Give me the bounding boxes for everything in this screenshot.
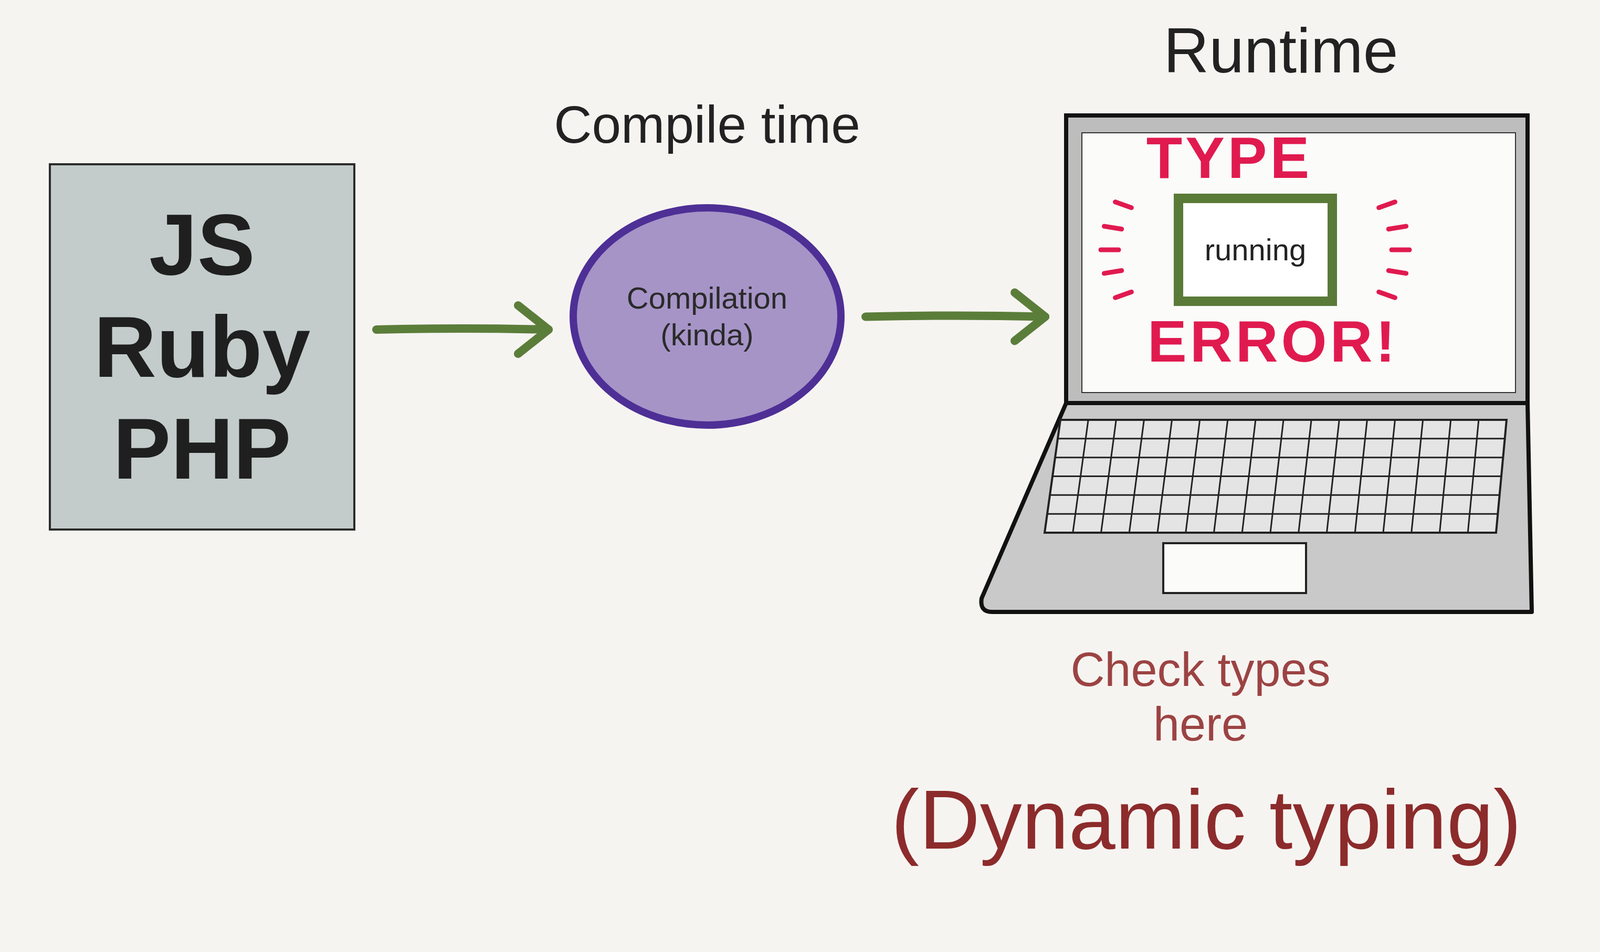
ellipse-text: Compilation (kinda) — [607, 279, 807, 353]
window-text: running — [1204, 231, 1307, 269]
caption-text: (Dynamic typing) — [865, 771, 1548, 869]
key-column — [1072, 419, 1089, 533]
phase-heading: Runtime — [1123, 15, 1439, 86]
arrow-head — [1014, 292, 1046, 342]
key-column — [1270, 419, 1284, 533]
language-name: Ruby — [93, 296, 311, 399]
error-text: TYPE — [1098, 128, 1361, 188]
flow-arrow — [376, 305, 549, 354]
trackpad — [1163, 543, 1307, 594]
alarm-dash — [1391, 247, 1410, 253]
flow-arrow — [865, 292, 1046, 342]
error-text: ERROR! — [1141, 312, 1405, 372]
note-text: Check types here — [1053, 643, 1348, 752]
key-column — [1214, 419, 1228, 533]
key-column — [1383, 419, 1396, 533]
alarm-dash — [1103, 270, 1122, 274]
source-file: JSRubyPHP — [48, 163, 356, 531]
alarm-dash — [1379, 291, 1396, 298]
alarm-dash — [1379, 202, 1396, 208]
key-column — [1439, 419, 1451, 533]
process-text: Compilation (kinda) — [607, 279, 807, 353]
key-column — [1354, 419, 1367, 533]
compilation-circle: Compile timeCompilation (kinda) — [533, 94, 881, 429]
key-column — [1298, 419, 1312, 533]
ellipse-shape — [573, 207, 841, 426]
alarm-dash — [1388, 270, 1406, 274]
arrow-line — [865, 316, 1046, 318]
arrow-line — [376, 328, 549, 330]
language-name: PHP — [112, 397, 291, 501]
key-column — [1411, 419, 1424, 533]
key-column — [1129, 419, 1144, 533]
phase-heading: Compile time — [533, 94, 881, 155]
compilation-ellipse: Compilation (kinda) — [569, 204, 845, 429]
key-column — [1157, 419, 1173, 533]
alarm-dash — [1115, 291, 1132, 298]
alarm-dash — [1103, 226, 1122, 229]
key-column — [1185, 419, 1200, 533]
key-column — [1101, 419, 1117, 533]
laptop-screen — [1066, 115, 1528, 404]
ellipse-outline — [569, 204, 845, 429]
alarm-dash — [1388, 226, 1406, 229]
arrow-head — [518, 305, 549, 354]
language-name: JS — [149, 193, 256, 297]
keyboard — [1044, 419, 1507, 533]
key-column — [1241, 419, 1256, 533]
running-window: running — [1173, 193, 1338, 307]
laptop-base — [981, 403, 1532, 613]
key-column — [1467, 419, 1479, 533]
alarm-dash — [1100, 247, 1119, 253]
key-column — [1327, 419, 1340, 533]
alarm-dash — [1115, 202, 1132, 208]
laptop: RuntimeTYPE ERROR! running — [976, 15, 1539, 620]
